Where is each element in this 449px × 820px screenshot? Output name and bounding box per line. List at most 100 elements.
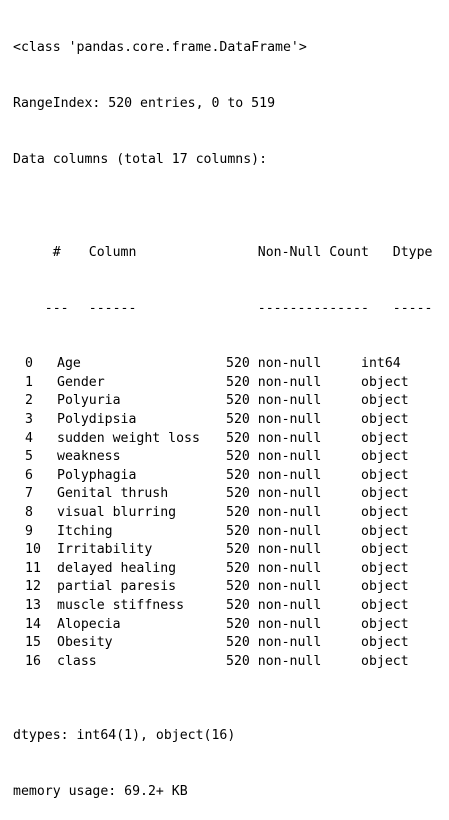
- row-dtype: object: [361, 542, 409, 558]
- memory-usage-line: memory usage: 69.2+ KB: [13, 783, 188, 799]
- row-column-name: Gender: [57, 374, 105, 390]
- row-index: 11: [25, 560, 41, 576]
- row-column-name: Alopecia: [57, 616, 121, 632]
- row-dtype: object: [361, 449, 409, 465]
- row-dtype: object: [361, 505, 409, 521]
- table-row: 5 weakness 520 non-null object: [13, 448, 449, 467]
- table-row: 16 class 520 non-null object: [13, 653, 449, 672]
- dataframe-info-output: <class 'pandas.core.frame.DataFrame'> Ra…: [13, 2, 449, 820]
- table-row: 6 Polyphagia 520 non-null object: [13, 467, 449, 486]
- row-dtype: object: [361, 430, 409, 446]
- row-index: 3: [25, 412, 33, 428]
- row-dtype: object: [361, 579, 409, 595]
- row-dtype: object: [361, 635, 409, 651]
- row-dtype: object: [361, 616, 409, 632]
- table-row: 0 Age 520 non-null int64: [13, 355, 449, 374]
- table-row: 2 Polyuria 520 non-null object: [13, 392, 449, 411]
- row-column-name: Polyuria: [57, 393, 121, 409]
- header-column: Column: [88, 244, 137, 260]
- table-separator-row: ----------------------------: [13, 281, 449, 316]
- row-non-null-count: 520 non-null: [226, 486, 322, 502]
- row-non-null-count: 520 non-null: [226, 523, 322, 539]
- row-non-null-count: 520 non-null: [226, 653, 322, 669]
- row-index: 6: [25, 467, 33, 483]
- row-dtype: object: [361, 486, 409, 502]
- dtypes-line: dtypes: int64(1), object(16): [13, 728, 236, 744]
- row-column-name: Obesity: [57, 635, 113, 651]
- row-dtype: object: [361, 393, 409, 409]
- row-column-name: class: [57, 653, 97, 669]
- row-non-null-count: 520 non-null: [226, 449, 322, 465]
- separator-column: ------: [88, 300, 137, 316]
- table-row: 13 muscle stiffness 520 non-null object: [13, 597, 449, 616]
- row-non-null-count: 520 non-null: [226, 560, 322, 576]
- row-non-null-count: 520 non-null: [226, 505, 322, 521]
- row-column-name: delayed healing: [57, 560, 177, 576]
- row-non-null-count: 520 non-null: [226, 635, 322, 651]
- table-header-row: # Column Non-Null Count Dtype: [13, 225, 449, 260]
- row-dtype: object: [361, 374, 409, 390]
- row-non-null-count: 520 non-null: [226, 542, 322, 558]
- separator-non-null-count: --------------: [257, 300, 369, 316]
- data-columns-line: Data columns (total 17 columns):: [13, 151, 268, 167]
- row-non-null-count: 520 non-null: [226, 393, 322, 409]
- row-index: 8: [25, 505, 33, 521]
- row-column-name: muscle stiffness: [57, 598, 185, 613]
- row-index: 5: [25, 449, 33, 465]
- row-non-null-count: 520 non-null: [226, 579, 322, 595]
- row-index: 2: [25, 393, 33, 409]
- row-dtype: object: [361, 653, 409, 669]
- table-body: 0 Age 520 non-null int64 1 Gender 520 non-null…: [13, 355, 449, 671]
- row-index: 12: [25, 579, 41, 595]
- table-row: 11 delayed healing 520 non-null object: [13, 560, 449, 579]
- header-non-null-count: Non-Null Count: [257, 244, 369, 260]
- class-line: <class 'pandas.core.frame.DataFrame'>: [13, 40, 307, 56]
- table-row: 8 visual blurring 520 non-null object: [13, 504, 449, 523]
- row-non-null-count: 520 non-null: [226, 430, 322, 446]
- row-column-name: Genital thrush: [57, 486, 169, 502]
- row-dtype: object: [361, 560, 409, 576]
- row-dtype: object: [361, 412, 409, 428]
- row-non-null-count: 520 non-null: [226, 356, 322, 372]
- row-column-name: Polyphagia: [57, 467, 137, 483]
- row-non-null-count: 520 non-null: [226, 616, 322, 632]
- row-index: 13: [25, 598, 41, 613]
- row-dtype: int64: [361, 356, 401, 372]
- row-index: 7: [25, 486, 33, 502]
- table-row: 15 Obesity 520 non-null object: [13, 634, 449, 653]
- row-column-name: weakness: [57, 449, 121, 465]
- row-dtype: object: [361, 467, 409, 483]
- row-index: 4: [25, 430, 33, 446]
- row-column-name: Polydipsia: [57, 412, 137, 428]
- row-column-name: Itching: [57, 523, 113, 539]
- range-index-line: RangeIndex: 520 entries, 0 to 519: [13, 95, 276, 111]
- row-index: 14: [25, 616, 41, 632]
- row-index: 9: [25, 523, 33, 539]
- row-non-null-count: 520 non-null: [226, 467, 322, 483]
- row-index: 15: [25, 635, 41, 651]
- row-dtype: object: [361, 523, 409, 539]
- row-dtype: object: [361, 598, 409, 613]
- table-row: 14 Alopecia 520 non-null object: [13, 616, 449, 635]
- separator-dtype: -----: [392, 300, 433, 316]
- table-row: 1 Gender 520 non-null object: [13, 374, 449, 393]
- row-column-name: visual blurring: [57, 505, 177, 521]
- row-index: 0: [25, 356, 33, 372]
- table-row: 7 Genital thrush 520 non-null object: [13, 485, 449, 504]
- separator-index: ---: [44, 300, 69, 316]
- row-index: 1: [25, 374, 33, 390]
- header-dtype: Dtype: [392, 244, 433, 260]
- table-row: 12 partial paresis 520 non-null object: [13, 578, 449, 597]
- row-non-null-count: 520 non-null: [226, 598, 322, 613]
- row-index: 16: [25, 653, 41, 669]
- table-row: 9 Itching 520 non-null object: [13, 523, 449, 542]
- row-column-name: partial paresis: [57, 579, 177, 595]
- row-column-name: Age: [57, 356, 81, 372]
- row-non-null-count: 520 non-null: [226, 374, 322, 390]
- row-index: 10: [25, 542, 41, 558]
- row-non-null-count: 520 non-null: [226, 412, 322, 428]
- header-index: #: [52, 244, 61, 260]
- table-row: 3 Polydipsia 520 non-null object: [13, 411, 449, 430]
